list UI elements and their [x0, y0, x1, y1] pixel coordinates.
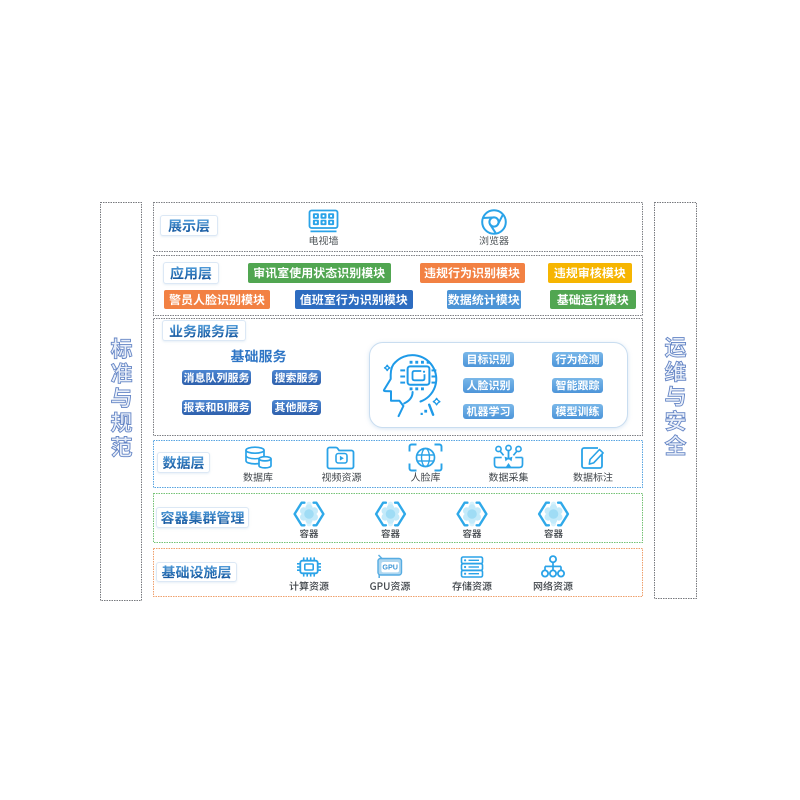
- svg-text:GPU: GPU: [382, 563, 398, 572]
